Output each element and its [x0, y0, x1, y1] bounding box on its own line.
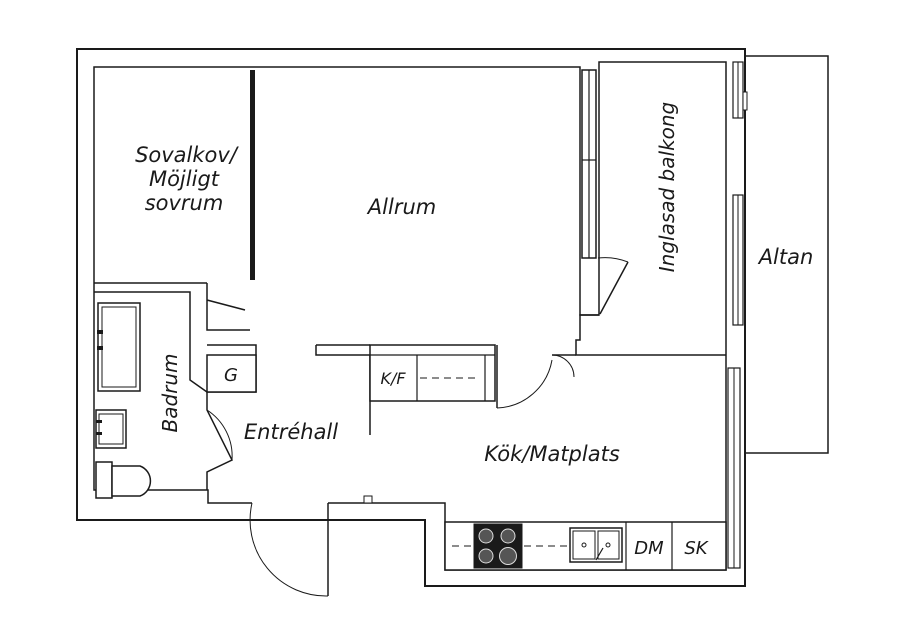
badrum-door [206, 409, 233, 461]
bathroom-sink [95, 409, 127, 449]
balkong-kitchen-wall [575, 314, 726, 356]
allrum-label: Allrum [366, 195, 436, 219]
hall-upper-wall [206, 283, 250, 331]
sovalkov-label-2: Möjligt [149, 167, 220, 191]
sovalkov-label-3: sovrum [145, 191, 224, 215]
allrum-window [581, 69, 597, 259]
toilet [95, 461, 152, 499]
balkong-door [597, 257, 629, 315]
garderob-label: G [224, 365, 238, 386]
kitchen-door [496, 345, 576, 409]
sovalkov-label-1: Sovalkov/ [135, 143, 239, 167]
badrum-label: Badrum [158, 353, 182, 432]
bathtub [97, 302, 141, 392]
outer-wall-outer [76, 48, 746, 587]
kitchen-sink [569, 527, 623, 563]
altan-label: Altan [757, 245, 814, 269]
altan-outline [745, 55, 829, 454]
kitchen-window [727, 367, 741, 569]
skap-label: SK [684, 538, 708, 559]
sovalkov-partition [250, 70, 255, 280]
kok-matplats-label: Kök/Matplats [484, 442, 620, 466]
stove [473, 523, 523, 569]
outer-wall-inner [93, 61, 727, 571]
kyl-frys-label: K/F [380, 369, 406, 388]
entrehall-label: Entréhall [244, 420, 338, 444]
balkong-windows [732, 61, 748, 326]
entrance-door [249, 495, 373, 597]
kyl-frys-block [369, 344, 496, 402]
inglasad-balkong-label: Inglasad balkong [655, 102, 679, 273]
garderob-box [206, 354, 257, 393]
diskmaskin-label: DM [634, 538, 664, 559]
